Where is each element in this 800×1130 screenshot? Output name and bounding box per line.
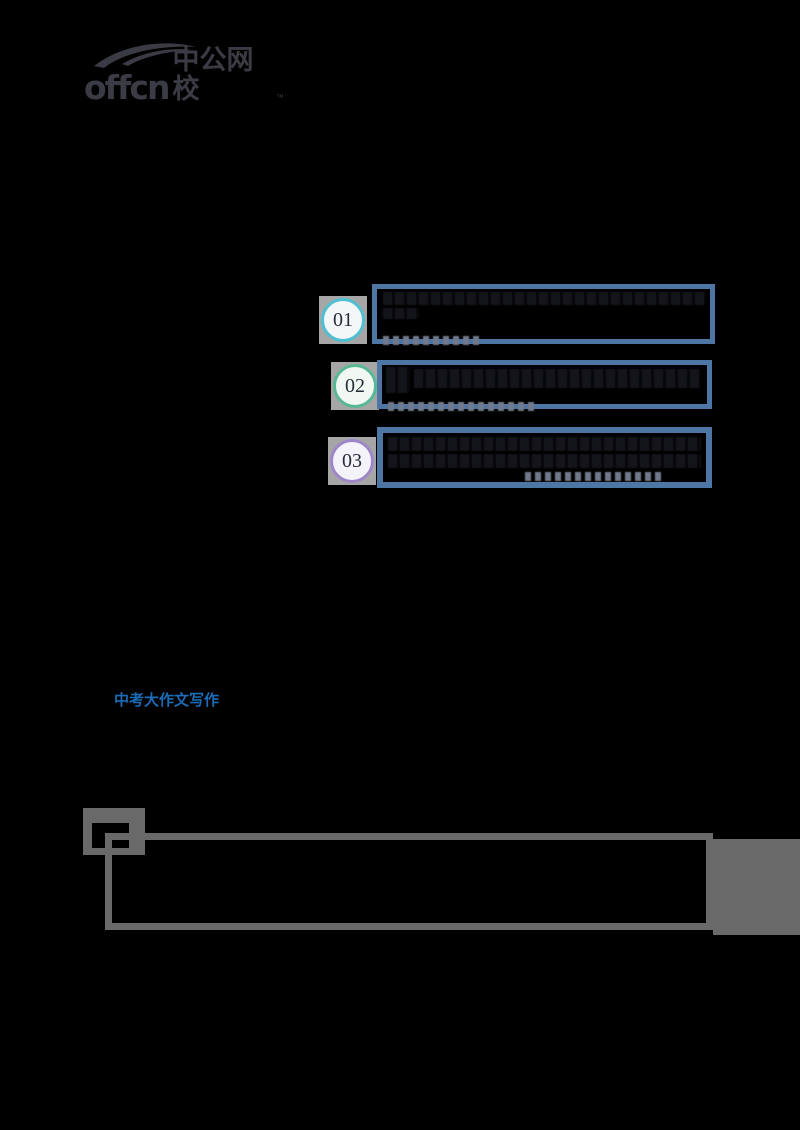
section-number-badge-01: 01	[321, 298, 365, 342]
logo-latin-text: offcn	[84, 68, 170, 107]
illegible-text-line	[383, 292, 705, 305]
callout-box-02	[377, 360, 712, 411]
callout-box-03	[377, 427, 712, 488]
logo-cjk-text: 中公网校	[172, 45, 254, 105]
frame-side-block	[713, 839, 800, 935]
section-number-label: 01	[333, 308, 353, 331]
offcn-logo: offcn 中公网校 ™	[84, 47, 284, 107]
illegible-text-line	[383, 308, 419, 319]
illegible-source-note	[388, 402, 538, 411]
frame-corner-square-icon	[83, 808, 145, 855]
section-number-badge-03: 03	[330, 439, 374, 483]
section-number-label: 03	[342, 449, 362, 472]
section-heading: 中考大作文写作	[114, 692, 220, 709]
illegible-text-line	[414, 369, 700, 388]
content-frame-box	[105, 833, 713, 930]
logo-swoosh-icon	[94, 43, 196, 68]
illegible-text-line	[386, 367, 410, 393]
section-number-badge-02: 02	[333, 364, 377, 408]
illegible-source-note	[525, 472, 661, 481]
callout-box-01	[372, 284, 715, 345]
illegible-text-line	[388, 454, 701, 468]
illegible-text-line	[388, 437, 701, 451]
illegible-source-note	[383, 336, 479, 345]
logo-trademark: ™	[276, 93, 284, 102]
section-number-label: 02	[345, 374, 365, 397]
